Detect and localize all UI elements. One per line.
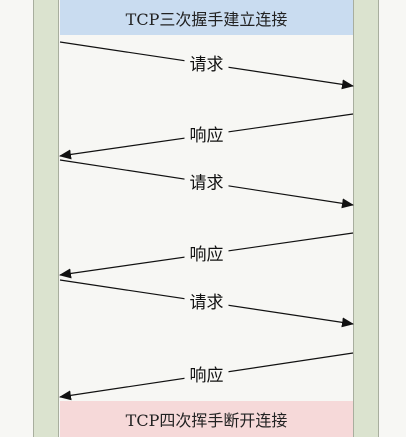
message-label-6: 响应 — [190, 366, 224, 386]
server-lifeline — [353, 0, 379, 437]
message-label-bg-6 — [184, 363, 229, 385]
message-label-bg-4 — [184, 242, 229, 264]
message-label-bg-3 — [184, 170, 229, 193]
connection-close-band: TCP四次挥手断开连接 — [60, 401, 353, 437]
message-label-4: 响应 — [190, 245, 224, 265]
connection-establish-band: TCP三次握手建立连接 — [60, 0, 353, 35]
message-label-1: 请求 — [190, 55, 224, 75]
message-label-5: 请求 — [190, 293, 224, 313]
message-label-3: 请求 — [190, 174, 224, 194]
message-label-bg-5 — [184, 290, 229, 312]
message-label-bg-1 — [184, 52, 229, 74]
connection-close-label: TCP四次挥手断开连接 — [125, 411, 288, 430]
client-lifeline — [33, 0, 59, 437]
message-label-2: 响应 — [190, 126, 224, 146]
message-label-bg-2 — [184, 123, 229, 145]
connection-establish-label: TCP三次握手建立连接 — [125, 9, 288, 29]
